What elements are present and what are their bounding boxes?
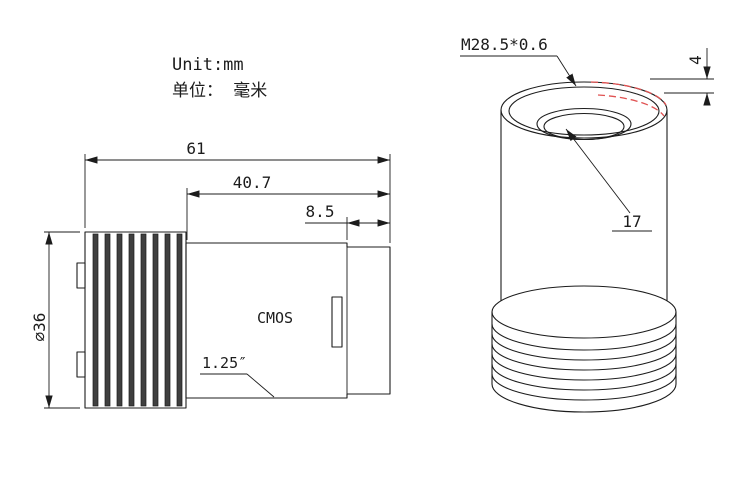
thread-label: M28.5*0.6	[461, 35, 548, 54]
thread-highlight	[590, 81, 667, 117]
sensor-window-slot	[331, 296, 343, 348]
dim-body-length-label: 40.7	[233, 173, 272, 192]
flange-bottom-arc	[491, 383, 677, 413]
dim-thread-length-label: 4	[686, 55, 705, 65]
camera-body-outline	[185, 242, 391, 399]
thread-leader-line	[556, 55, 577, 87]
dim-total-length-label: 61	[186, 139, 205, 158]
dim-diameter-label: ⌀36	[30, 313, 49, 342]
dim-nose-length-label: 8.5	[306, 202, 335, 221]
dim-total-length: 61	[84, 139, 391, 243]
mount-tab-top	[76, 262, 86, 289]
thread-rings	[491, 285, 677, 413]
dim-body-length: 40.7	[186, 173, 390, 240]
thread-highlight-arc-upper	[590, 81, 667, 106]
mount-tab-bottom	[76, 351, 86, 378]
dim-diameter: ⌀36	[30, 231, 80, 409]
aperture-callout: 17	[565, 128, 652, 232]
thread-callout: M28.5*0.6	[460, 35, 577, 87]
top-rim-outer-ellipse	[500, 81, 668, 139]
front-view	[491, 81, 677, 413]
units-label-en: Unit:mm	[172, 55, 244, 75]
barrel-callout: 1.25″	[200, 354, 275, 398]
aperture-inner-ellipse	[543, 112, 625, 141]
units-note: Unit:mm 单位： 毫米	[172, 55, 267, 101]
aperture-leader-line	[565, 128, 631, 214]
dim-nose-length: 8.5	[305, 202, 390, 240]
sensor-label: CMOS	[257, 309, 293, 327]
barrel-label: 1.25″	[202, 354, 247, 372]
top-rim-inner-ellipse	[508, 86, 660, 136]
aperture-label: 17	[622, 212, 641, 231]
dim-thread-length: 4	[650, 48, 714, 106]
side-view-dimensions: 61 40.7 8.5 ⌀36	[30, 139, 391, 409]
heatsink-fins	[84, 231, 187, 409]
side-view: CMOS 1.25″	[76, 231, 391, 409]
units-label-cn: 单位： 毫米	[172, 81, 267, 101]
front-view-annotations: M28.5*0.6 17 4	[460, 35, 714, 232]
barrel-leader-line	[246, 373, 275, 398]
